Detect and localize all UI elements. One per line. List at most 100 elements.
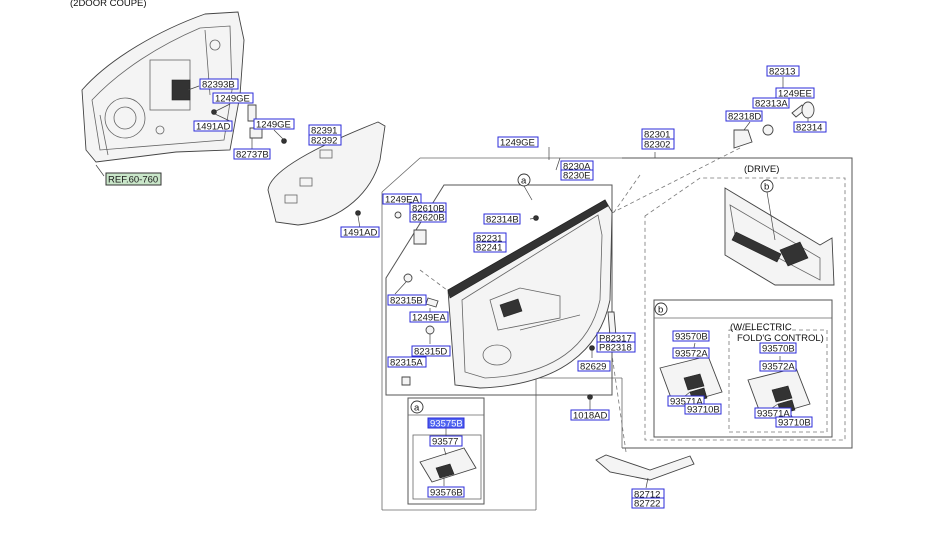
part-label-p1491AD_b[interactable]: 1491AD [343,228,377,239]
part-label-p1018AD[interactable]: 1018AD [573,411,607,422]
door-trim-illustration [419,174,641,389]
part-label-p1249GE_c[interactable]: 1249GE [500,138,535,149]
callout-b-drive: b [764,182,769,193]
part-label-p1249EE[interactable]: 1249EE [778,89,812,100]
part-label-box-p93710B_a[interactable] [684,403,722,415]
part-label-p93571A_a[interactable]: 93571A [670,397,703,408]
part-label-p82302[interactable]: 82302 [644,140,670,151]
part-label-p82301[interactable]: 82301 [644,130,670,141]
main-assembly-frame [622,157,853,449]
part-label-p93577[interactable]: 93577 [432,437,458,448]
part-label-pP82317[interactable]: P82317 [599,334,632,345]
part-label-p82610B[interactable]: 82610B [412,204,445,215]
part-label-box-p82318D[interactable] [725,110,763,122]
part-label-box-p82313_a[interactable] [766,65,800,77]
part-label-box-p93572A_a[interactable] [672,347,710,359]
part-label-p93572A_a[interactable]: 93572A [675,349,708,360]
part-label-p82315D[interactable]: 82315D [414,347,447,358]
part-label-box-p93570B_b[interactable] [759,342,797,354]
part-label-p82629[interactable]: 82629 [580,362,606,373]
part-label-box-p82314B[interactable] [483,213,521,225]
part-label-p82620B[interactable]: 82620B [412,213,445,224]
part-label-box-p82314[interactable] [793,121,827,133]
part-label-box-p82315A[interactable] [387,356,427,368]
part-label-p82231[interactable]: 82231 [476,234,502,245]
part-label-p93572A_b[interactable]: 93572A [762,362,795,373]
part-label-p93570B_b[interactable]: 93570B [762,344,795,355]
insulation-panel-illustration [267,121,386,229]
header-subtitle: (2DOOR COUPE) [70,0,147,9]
part-label-p82313_a[interactable]: 82313 [769,67,795,78]
part-label-box-p82315B[interactable] [387,294,427,306]
part-label-box-p82302[interactable] [641,138,675,150]
part-label-box-p1491AD_b[interactable] [340,226,380,238]
part-label-p82737B[interactable]: 82737B [236,150,269,161]
sill-trim-illustration [595,354,695,489]
part-label-p82318D[interactable]: 82318D [728,112,761,123]
part-label-p1249GE_a[interactable]: 1249GE [215,94,250,105]
electric-fold-heading-2: FOLD'G CONTROL) [737,333,824,344]
part-label-p8230A[interactable]: 8230A [563,162,591,173]
part-label-box-p82315D[interactable] [411,345,451,357]
electric-fold-heading-1: (W/ELECTRIC [730,322,792,333]
switch-detail-box-a [407,397,485,505]
part-label-box-p82722[interactable] [631,497,665,509]
part-label-box-p93571A_b[interactable] [754,407,792,419]
part-label-box-p93710B_b[interactable] [775,416,813,428]
part-label-p93710B_b[interactable]: 93710B [778,418,811,429]
part-label-p82391[interactable]: 82391 [311,126,337,137]
switch-illustration-b2 [747,356,811,419]
part-label-p1249EA_a[interactable]: 1249EA [385,195,419,206]
part-label-box-p1249EA_a[interactable] [382,193,422,205]
part-label-p82712[interactable]: 82712 [634,490,660,501]
part-label-p82722[interactable]: 82722 [634,499,660,510]
door-trim-panel-frame [385,184,613,396]
part-label-box-p1249GE_c[interactable] [497,136,539,148]
part-label-p93570B_a[interactable]: 93570B [675,332,708,343]
callout-a-main: a [521,176,527,187]
fastener-icons-door [187,85,287,150]
part-label-box-p82241[interactable] [473,241,507,253]
part-label-box-p82629[interactable] [577,360,611,372]
part-label-p1249EA_b[interactable]: 1249EA [412,313,446,324]
part-label-p82313A[interactable]: 82313A [755,99,788,110]
part-label-box-p1249GE_b[interactable] [253,118,295,130]
part-label-box-p1249EE[interactable] [775,87,815,99]
part-label-box-p8230E[interactable] [560,169,594,181]
part-label-box-pP82318[interactable] [596,341,636,353]
part-label-p82315A[interactable]: 82315A [390,358,423,369]
part-label-box-p93576B[interactable] [427,486,465,498]
part-label-box-p1018AD[interactable] [570,409,610,421]
part-label-p93576B[interactable]: 93576B [430,488,463,499]
ref-label[interactable]: REF.60-760 [108,175,158,186]
part-label-p8230E[interactable]: 8230E [563,171,590,182]
part-label-box-p1249EA_b[interactable] [409,311,449,323]
part-label-p82315B[interactable]: 82315B [390,296,423,307]
part-label-box-p93577[interactable] [429,435,463,447]
part-label-box-p93575B[interactable] [427,417,465,429]
part-label-box-p82737B[interactable] [233,148,271,160]
part-label-pP82318[interactable]: P82318 [599,343,632,354]
part-label-box-p1491AD_a[interactable] [193,120,233,132]
part-label-p82241[interactable]: 82241 [476,243,502,254]
part-label-p82393B[interactable]: 82393B [202,80,235,91]
part-label-p1249GE_b[interactable]: 1249GE [256,120,291,131]
part-label-box-p82392[interactable] [308,134,342,146]
part-label-box-p82393B[interactable] [199,78,239,90]
part-label-box-p82313A[interactable] [752,97,790,109]
part-label-p93571A_b[interactable]: 93571A [757,409,790,420]
switch-illustration-a [419,425,477,486]
callout-a-box: a [414,403,420,414]
part-label-box-p82620B[interactable] [409,211,447,223]
part-label-p82392[interactable]: 82392 [311,136,337,147]
part-label-p82314B[interactable]: 82314B [486,215,519,226]
part-label-box-p93570B_a[interactable] [672,330,710,342]
part-label-p93575B[interactable]: 93575B [430,419,463,430]
part-label-p93710B_a[interactable]: 93710B [687,405,720,416]
part-label-p82314[interactable]: 82314 [796,123,822,134]
ref-label-box[interactable] [105,172,162,186]
part-label-box-p93572A_b[interactable] [759,360,797,372]
part-label-p1491AD_a[interactable]: 1491AD [196,122,230,133]
part-label-box-p1249GE_a[interactable] [212,92,254,104]
